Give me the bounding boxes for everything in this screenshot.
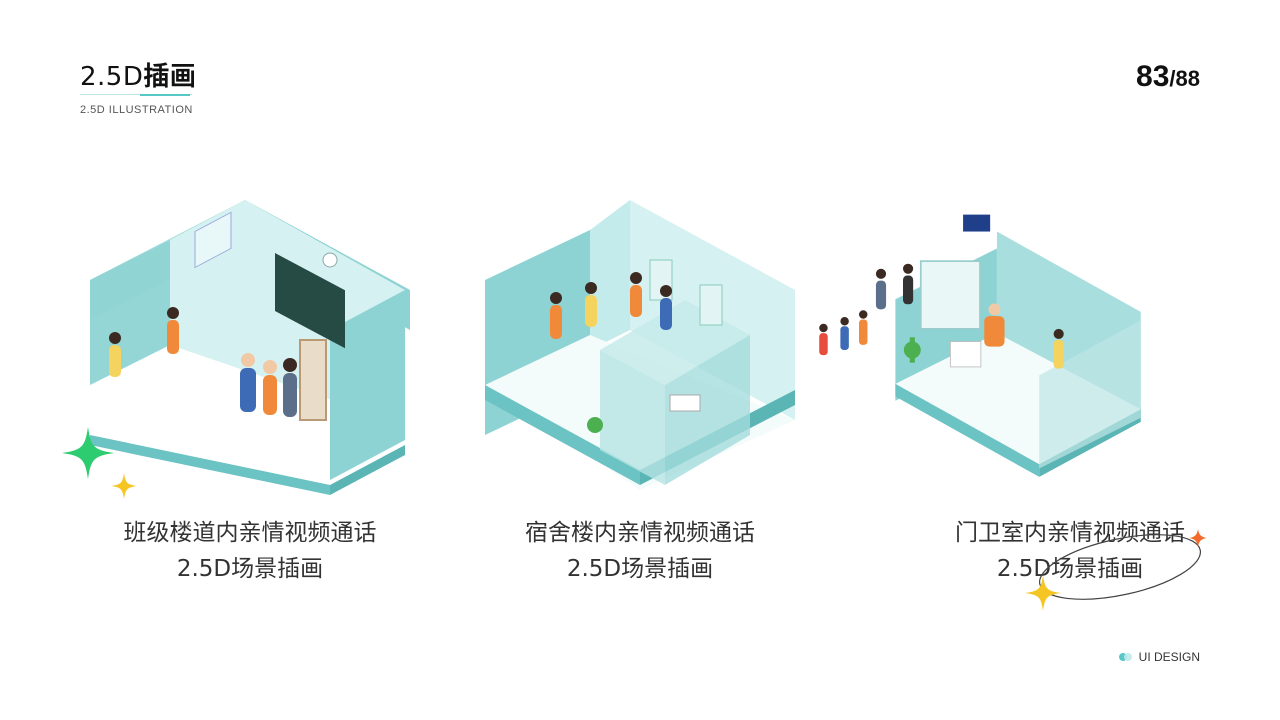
page-number: 83/88 xyxy=(1136,60,1200,94)
caption-scene-2-line1: 宿舍楼内亲情视频通话 xyxy=(525,520,755,546)
page-title: 2.5D插画 xyxy=(80,56,196,93)
scene-gatehouse-illustration xyxy=(819,214,1141,477)
title-underline-accent xyxy=(140,94,190,96)
caption-scene-1: 班级楼道内亲情视频通话 2.5D场景插画 xyxy=(60,515,440,587)
scene-classroom-corridor-illustration xyxy=(90,200,410,495)
caption-scene-3-line2: 2.5D场景插画 xyxy=(996,556,1144,582)
caption-scene-2: 宿舍楼内亲情视频通话 2.5D场景插画 xyxy=(450,515,830,587)
page-total: 88 xyxy=(1175,66,1200,91)
caption-scene-1-line1: 班级楼道内亲情视频通话 xyxy=(123,520,377,546)
page-separator: / xyxy=(1169,66,1176,91)
caption-scene-3-line1: 门卫室内亲情视频通话 xyxy=(955,520,1185,546)
footer-text: UI DESIGN xyxy=(1138,650,1200,664)
orange-sparkle-icon xyxy=(1189,529,1207,547)
caption-scene-1-line2: 2.5D场景插画 xyxy=(176,556,324,582)
title-prefix: 2.5D xyxy=(80,62,144,92)
green-sparkle-icon xyxy=(62,427,114,479)
caption-scene-2-line2: 2.5D场景插画 xyxy=(566,556,714,582)
caption-scene-3: 门卫室内亲情视频通话 2.5D场景插画 xyxy=(880,515,1260,587)
yellow-sparkle-icon-large xyxy=(1025,575,1061,611)
footer-dots-icon xyxy=(1118,652,1133,662)
title-main: 插画 xyxy=(143,62,197,92)
title-underline xyxy=(80,94,192,95)
page-current: 83 xyxy=(1136,60,1170,93)
ellipse-ring-decoration xyxy=(1038,534,1202,600)
scene-dormitory-illustration xyxy=(485,200,795,490)
page-subtitle: 2.5D ILLUSTRATION xyxy=(80,104,193,116)
yellow-sparkle-icon-small xyxy=(111,473,137,499)
footer-label: UI DESIGN xyxy=(1118,650,1200,664)
white-sparkle-icon xyxy=(177,389,195,407)
